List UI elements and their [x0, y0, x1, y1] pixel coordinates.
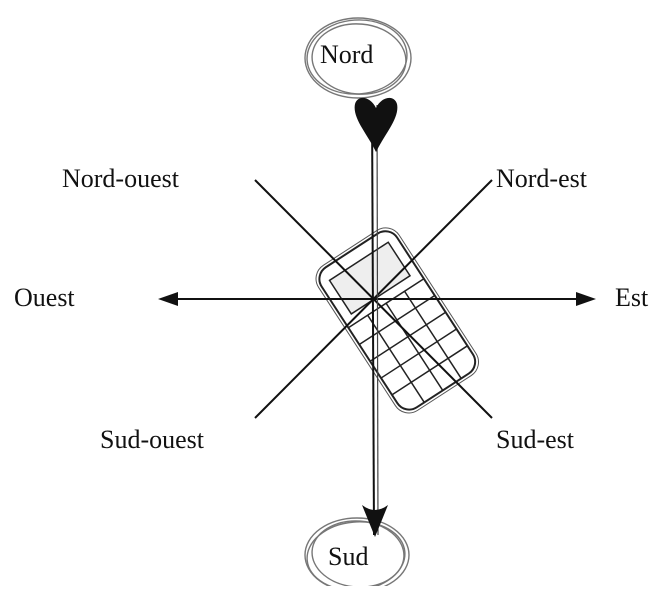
- nord-circle: [304, 17, 412, 99]
- label-nord-est: Nord-est: [496, 164, 587, 193]
- north-south-axis-shadow: [376, 104, 379, 536]
- label-sud: Sud: [328, 542, 369, 571]
- label-nord: Nord: [320, 40, 374, 69]
- label-sud-ouest: Sud-ouest: [100, 425, 204, 454]
- label-nord-ouest: Nord-ouest: [62, 164, 179, 193]
- label-sud-est: Sud-est: [496, 425, 574, 454]
- phone-sketch: [315, 227, 480, 414]
- east-arrowhead: [576, 292, 596, 306]
- north-heart-pointer: [354, 97, 398, 152]
- north-south-axis: [371, 104, 375, 536]
- label-est: Est: [615, 283, 649, 312]
- south-arrowhead: [362, 505, 388, 537]
- label-ouest: Ouest: [14, 283, 75, 312]
- west-arrowhead: [158, 292, 178, 306]
